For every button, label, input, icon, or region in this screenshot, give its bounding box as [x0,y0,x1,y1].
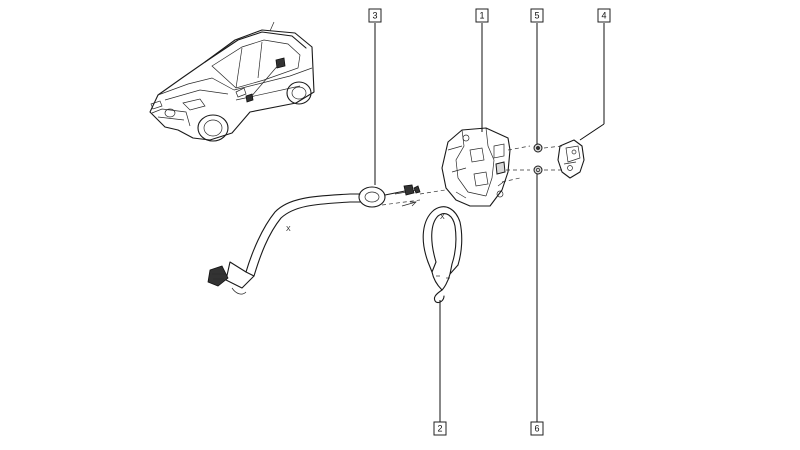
callout-2-label: 2 [437,424,442,434]
vehicle-illustration [149,21,315,142]
callout-3: 3 [368,8,382,23]
part-4-striker [557,139,585,179]
callout-5-label: 5 [534,11,539,21]
part-6-screw [533,165,543,175]
part-3-outer-handle-cable: X [207,184,446,295]
leader-lines [374,23,605,422]
part-2-inner-handle-cable: X [422,206,463,304]
callout-2: 2 [433,421,447,436]
part-5-screw [533,143,543,153]
callout-6: 6 [530,421,544,436]
loop-x-mark: X [440,214,445,221]
part-1-door-lock [441,127,531,207]
callout-3-label: 3 [372,11,377,21]
callout-5: 5 [530,8,544,23]
callout-1: 1 [475,8,489,23]
callout-1-label: 1 [479,11,484,21]
callout-4-label: 4 [601,11,606,21]
callout-4: 4 [597,8,611,23]
callout-6-label: 6 [534,424,539,434]
cable-x-mark: X [286,226,291,233]
